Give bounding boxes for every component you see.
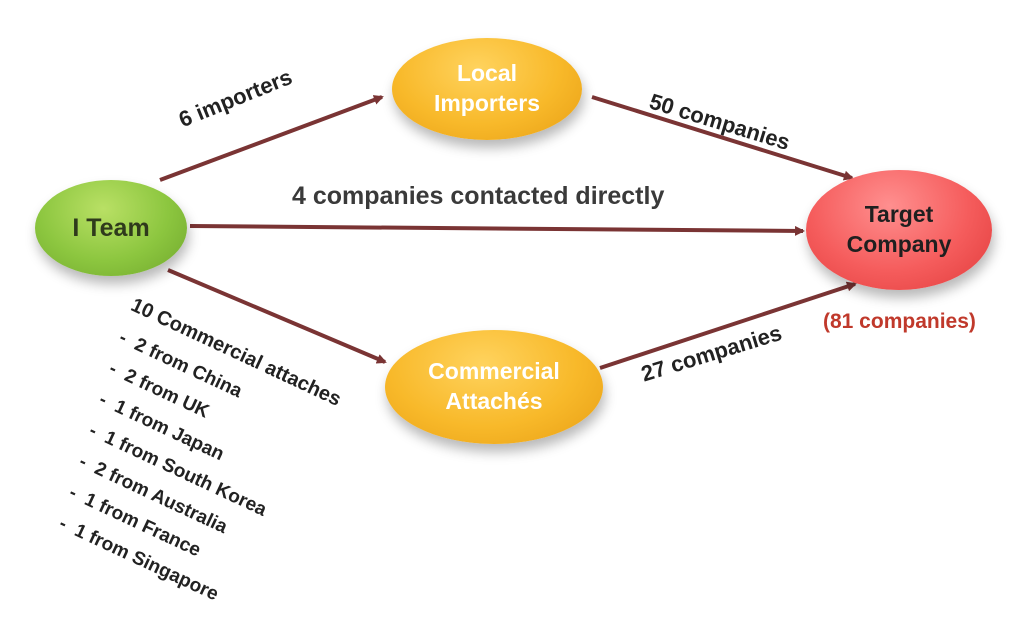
local-importers-node: Local Importers xyxy=(392,38,582,140)
target-company-line-2: Company xyxy=(846,231,952,257)
commercial-attaches-line-1: Commercial xyxy=(428,358,560,385)
arrow-team-to-attaches xyxy=(167,268,387,364)
arrow-importers-to-target xyxy=(591,95,854,181)
edge-label-team-to-target: 4 companies contacted directly xyxy=(292,182,665,210)
team-node-label: I Team xyxy=(72,213,150,242)
arrow-attaches-to-target xyxy=(599,281,857,370)
target-company-line-1: Target xyxy=(864,201,934,228)
team-node: I Team xyxy=(35,180,187,276)
local-importers-line-1: Local xyxy=(456,60,518,87)
target-company-node: Target Company xyxy=(806,170,992,290)
local-importers-line-2: Importers xyxy=(433,90,541,116)
arrow-team-to-importers xyxy=(159,95,384,182)
commercial-attaches-line-2: Attachés xyxy=(445,388,543,414)
commercial-attaches-node: Commercial Attachés xyxy=(385,330,603,444)
target-total-label: (81 companies) xyxy=(823,310,976,333)
arrow-team-to-target xyxy=(189,224,805,236)
